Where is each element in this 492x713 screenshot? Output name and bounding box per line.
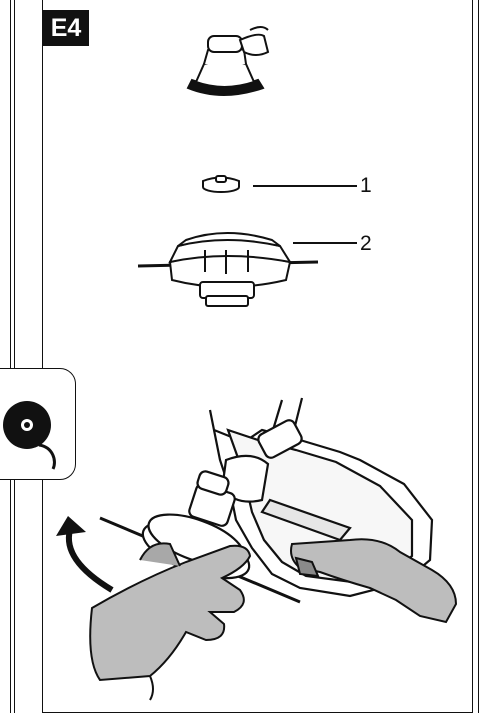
right-page-rail [478, 0, 479, 713]
left-page-rail-inner [14, 0, 15, 713]
left-gloved-hand [89, 542, 252, 701]
right-gloved-hand [290, 538, 458, 624]
rotate-arrow-icon [56, 516, 114, 593]
trimmer-line-spool-icon [3, 401, 56, 470]
spool-with-line [137, 232, 319, 307]
callout-label-1: 1 [360, 174, 372, 197]
step-label: E4 [43, 10, 89, 46]
callout-label-2: 2 [360, 232, 372, 255]
sidebar-tab [0, 368, 76, 480]
left-page-rail [10, 0, 11, 713]
spool-cap [202, 175, 240, 193]
trimmer-head-hub [186, 26, 270, 96]
